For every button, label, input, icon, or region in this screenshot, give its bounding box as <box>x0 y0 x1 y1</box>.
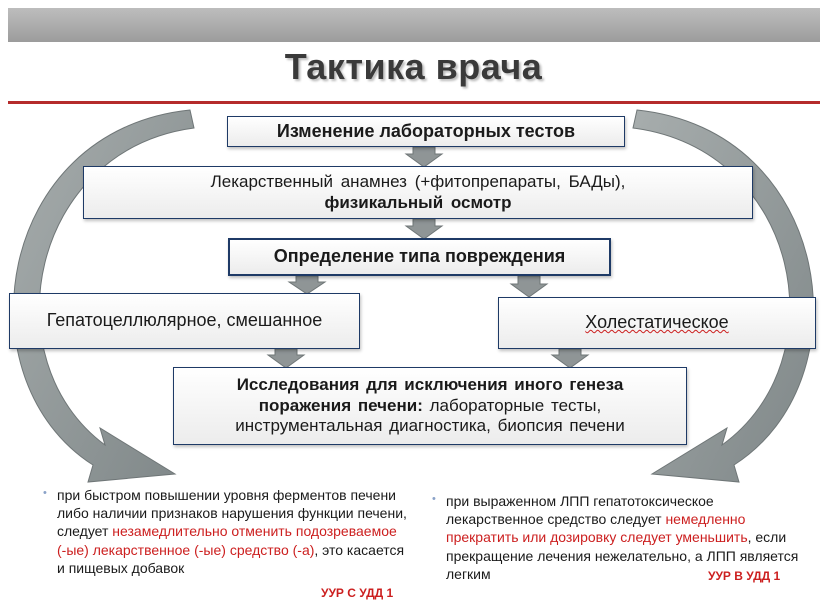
left-note-level: УУР С УДД 1 <box>321 586 394 600</box>
left-note-text-a: при быстром повышении уровня ферментов п… <box>57 487 407 540</box>
damage-type-label: Определение типа повреждения <box>273 246 566 267</box>
lab-tests-label: Изменение лабораторных тестов <box>276 120 576 141</box>
damage-type-box: Определение типа повреждения <box>228 238 611 276</box>
cholestatic-label: Холестатическое <box>585 312 729 333</box>
bullet-icon: • <box>43 487 47 499</box>
left-curved-arrow <box>13 109 195 483</box>
left-note-red: незамедлительно отменить подозреваемое (… <box>57 523 397 558</box>
left-note: • при быстром повышении уровня ферментов… <box>43 486 407 600</box>
exclusion-line2-rest: лабораторные тесты, <box>422 395 602 415</box>
right-curved-arrow <box>632 109 814 483</box>
exclusion-line2: поражения печени: лабораторные тесты, <box>259 396 602 417</box>
down-arrow-3 <box>287 275 327 295</box>
right-note-level: УУР В УДД 1 <box>708 569 781 583</box>
bullet-icon: • <box>432 493 436 505</box>
cholestatic-box: Холестатическое <box>498 297 816 349</box>
hepatocellular-label: Гепатоцеллюлярное, смешанное <box>46 310 323 331</box>
exclusion-line2-bold: поражения печени: <box>258 395 423 415</box>
history-line2: физикальный осмотр <box>324 192 512 212</box>
down-arrow-5 <box>266 348 306 369</box>
right-note-text-a: при выраженном ЛПП гепатотоксическое лек… <box>446 493 714 528</box>
top-band <box>8 8 820 42</box>
page-title: Тактика врача <box>284 46 543 87</box>
lab-tests-box: Изменение лабораторных тестов <box>227 116 625 147</box>
history-line1: Лекарственный анамнез (+фитопрепараты, Б… <box>210 171 626 191</box>
down-arrow-1 <box>404 146 444 168</box>
hepatocellular-box: Гепатоцеллюлярное, смешанное <box>9 293 360 349</box>
down-arrow-2 <box>404 218 444 240</box>
exclusion-box: Исследования для исключения иного генеза… <box>173 367 687 445</box>
down-arrow-4 <box>509 275 549 298</box>
right-note-red: немедленно прекратить или дозировку след… <box>446 511 748 546</box>
right-note-text-b: , если прекращение лечения нежелательно,… <box>446 529 799 582</box>
title-divider <box>8 101 820 104</box>
exclusion-line3: инструментальная диагностика, биопсия пе… <box>235 416 625 436</box>
history-box: Лекарственный анамнез (+фитопрепараты, Б… <box>83 166 753 219</box>
right-note: • при выраженном ЛПП гепатотоксическое л… <box>432 492 802 583</box>
left-note-text-b: , это касается и пищевых добавок <box>57 541 405 576</box>
down-arrow-6 <box>550 348 590 369</box>
exclusion-line1: Исследования для исключения иного генеза <box>236 374 624 394</box>
